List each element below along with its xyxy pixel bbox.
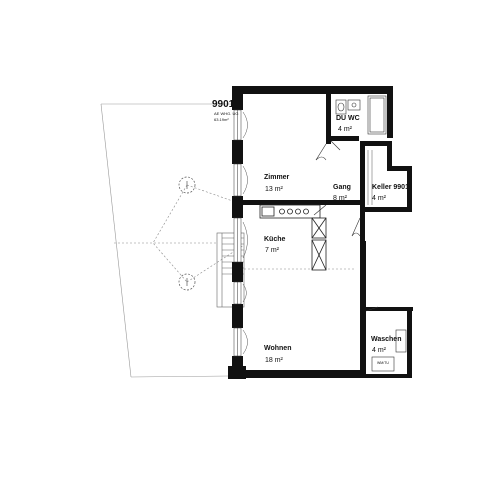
washing-machine-label: WM/TU (377, 361, 389, 365)
garden-outline (100, 103, 231, 378)
unit-subtitle: AE WHG. UG (214, 111, 239, 116)
room-area-gang: 8 m² (333, 195, 347, 202)
kitchen-counter (259, 204, 321, 219)
doors (313, 140, 379, 312)
walls (228, 86, 413, 379)
room-name-keller: Keller 9901 (372, 184, 409, 191)
room-area-kueche: 7 m² (265, 247, 279, 254)
room-name-kueche: Küche (264, 236, 286, 243)
washing-machine (371, 329, 407, 372)
bathroom-fixtures (335, 95, 387, 135)
room-name-zimmer: Zimmer (264, 174, 290, 181)
kitchen-tall-cabinets (311, 217, 327, 271)
room-area-keller: 4 m² (372, 195, 386, 202)
window-sashes (242, 111, 248, 355)
room-name-wohnen: Wohnen (264, 345, 292, 352)
tree-top-symbol (178, 176, 196, 194)
room-name-du-wc: DU WC (336, 115, 360, 122)
unit-area: 63.19m² (214, 117, 229, 122)
tree-bottom-symbol (178, 273, 196, 291)
windows (233, 109, 242, 357)
room-name-gang: Gang (333, 184, 351, 191)
unit-number: 9901 (212, 99, 235, 110)
room-area-du-wc: 4 m² (338, 126, 352, 133)
room-name-waschen: Waschen (371, 336, 402, 343)
keller-shelf (367, 150, 373, 205)
room-area-waschen: 4 m² (372, 347, 386, 354)
room-area-wohnen: 18 m² (265, 357, 283, 364)
room-area-zimmer: 13 m² (265, 186, 283, 193)
